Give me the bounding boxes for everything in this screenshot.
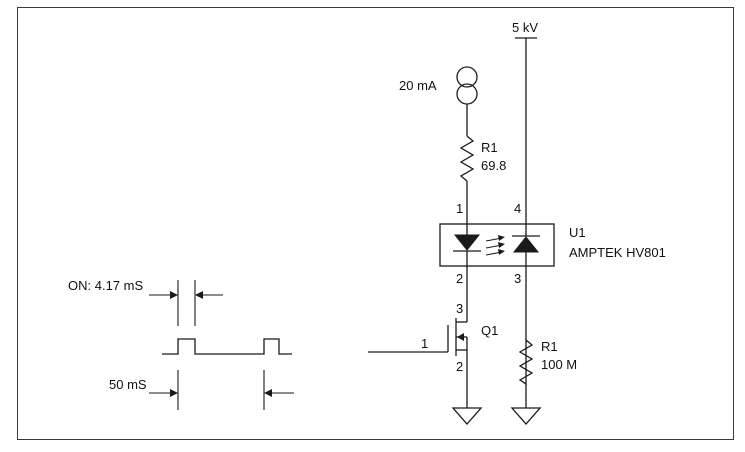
- light-arrows: [485, 235, 505, 256]
- q1-gate-pin: 1: [421, 336, 428, 351]
- resistor-r1-top: [459, 135, 475, 182]
- diagram-frame: [17, 7, 734, 440]
- u1-pin1: 1: [456, 201, 463, 216]
- ground-symbol-left: [451, 407, 483, 425]
- u1-package: [439, 223, 555, 267]
- supply-label: 5 kV: [512, 20, 538, 35]
- resistor-r1-bottom: [518, 338, 534, 386]
- on-time-label: ON: 4.17 mS: [68, 278, 143, 293]
- q1-source-pin: 2: [456, 359, 463, 374]
- ground-symbol-right: [510, 407, 542, 425]
- u1-part: AMPTEK HV801: [569, 245, 666, 260]
- q1-body-arrow: [457, 333, 464, 341]
- period-label: 50 mS: [109, 377, 147, 392]
- current-source-circle-upper: [456, 66, 478, 88]
- r-bottom-ref: R1: [541, 339, 558, 354]
- led-symbol: [453, 234, 481, 251]
- hv-diode-symbol: [512, 236, 540, 253]
- r-top-value: 69.8: [481, 158, 506, 173]
- period-arrow-right-head: [264, 389, 272, 397]
- period-arrow-left-head: [170, 389, 178, 397]
- on-arrow-left-head: [170, 291, 178, 299]
- r-top-ref: R1: [481, 140, 498, 155]
- q1-drain-pin: 3: [456, 301, 463, 316]
- u1-pin3: 3: [514, 271, 521, 286]
- on-arrow-right-head: [195, 291, 203, 299]
- current-source-label: 20 mA: [399, 78, 437, 93]
- u1-pin2: 2: [456, 271, 463, 286]
- q1-ref: Q1: [481, 323, 498, 338]
- r-bottom-value: 100 M: [541, 357, 577, 372]
- u1-pin4: 4: [514, 201, 521, 216]
- u1-ref: U1: [569, 225, 586, 240]
- pulse-waveform: [162, 338, 292, 355]
